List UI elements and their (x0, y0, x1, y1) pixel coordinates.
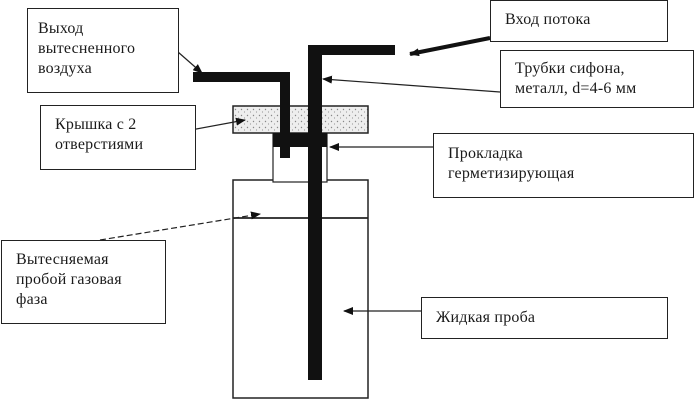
label-flow-inlet-text: Вход потока (505, 11, 591, 28)
label-gasket-line-1: Прокладка (448, 145, 523, 162)
label-air-outlet-line-2: вытесненного (38, 40, 136, 57)
short-siphon-tube (193, 72, 290, 158)
label-gasket: Прокладка герметизирующая (433, 133, 694, 198)
lid (232, 105, 369, 134)
leader-flow-inlet (409, 36, 491, 57)
leader-air-outlet (177, 51, 203, 74)
label-liquid-sample: Жидкая проба (421, 297, 668, 339)
label-gasket-line-2: герметизирующая (448, 165, 575, 182)
label-gas-phase-line-2: пробой газовая (16, 271, 122, 288)
label-lid: Крышка с 2 отверстиями (40, 105, 196, 170)
label-siphon-tubes-line-2: металл, d=4-6 мм (515, 80, 637, 97)
label-siphon-tubes: Трубки сифона, металл, d=4-6 мм (500, 50, 694, 108)
label-siphon-tubes-line-1: Трубки сифона, (515, 60, 625, 77)
sample-jar (232, 179, 369, 399)
label-air-outlet-line-3: воздуха (38, 60, 92, 77)
label-air-outlet-line-1: Выход (38, 20, 84, 37)
label-flow-inlet: Вход потока (490, 0, 668, 42)
label-liquid-sample-text: Жидкая проба (436, 309, 536, 326)
label-gas-phase-line-3: фаза (16, 291, 48, 308)
label-air-outlet: Выход вытесненного воздуха (27, 8, 179, 93)
long-siphon-tube (308, 45, 395, 380)
leader-siphon-tubes (322, 75, 501, 93)
label-lid-line-1: Крышка с 2 (55, 116, 137, 133)
leader-gas-phase (99, 211, 261, 241)
label-gas-phase: Вытесняемая пробой газовая фаза (1, 240, 166, 324)
label-gas-phase-line-1: Вытесняемая (16, 251, 109, 268)
label-lid-line-2: отверстиями (55, 136, 144, 153)
